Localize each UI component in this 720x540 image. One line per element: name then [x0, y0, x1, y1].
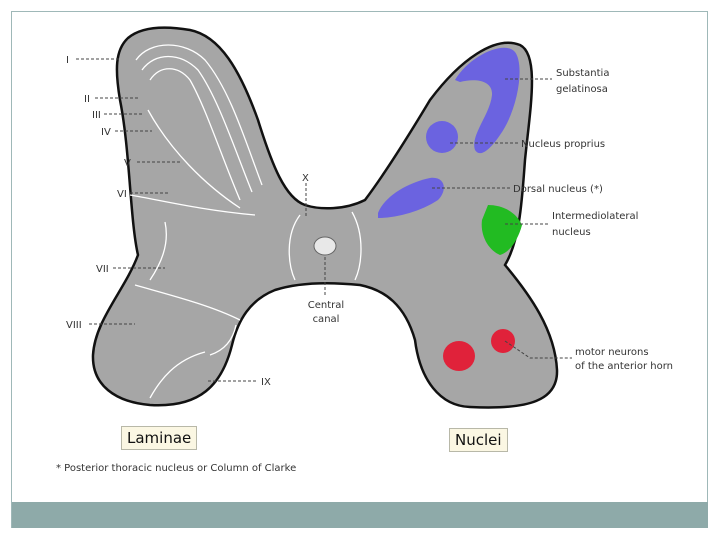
central-canal-label-2: canal: [313, 314, 340, 325]
intermediolateral-shape: [481, 205, 522, 255]
substantia-label-1: Substantia: [556, 68, 609, 79]
lamina-boundary-3: [149, 68, 241, 201]
footer-bar: [12, 502, 708, 528]
substantia-gelatinosa-shape: [455, 47, 520, 154]
lamina-x-right: [351, 211, 362, 281]
lamina-label-ii: II: [84, 94, 90, 105]
lamina-x-left: [288, 214, 301, 281]
motor-label-1: motor neurons: [575, 347, 649, 358]
lamina-label-vi: VI: [117, 189, 127, 200]
intermedio-label-1: Intermediolateral: [552, 211, 638, 222]
dorsal-label: Dorsal nucleus (*): [513, 184, 603, 195]
lamina-label-i: I: [66, 55, 69, 66]
lamina-label-vii: VII: [96, 264, 109, 275]
motor-neuron-shape-1: [443, 341, 475, 371]
central-canal-shape: [313, 236, 337, 256]
lamina-boundary-8: [149, 351, 206, 399]
lamina-label-v: V: [124, 158, 131, 169]
central-canal-label-1: Central: [308, 300, 344, 311]
footnote: * Posterior thoracic nucleus or Column o…: [56, 463, 297, 474]
lamina-boundary-6: [149, 221, 167, 281]
lamina-boundary-9: [209, 324, 237, 356]
lamina-label-viii: VIII: [66, 320, 82, 331]
proprius-label: Nucleus proprius: [521, 139, 605, 150]
lamina-label-ix: IX: [261, 377, 271, 388]
motor-neuron-shape-2: [491, 329, 515, 353]
lamina-boundary-4: [147, 109, 241, 209]
lamina-boundary-5: [129, 194, 256, 216]
lamina-label-iii: III: [92, 110, 101, 121]
nucleus-proprius-shape: [426, 121, 458, 153]
intermedio-label-2: nucleus: [552, 227, 591, 238]
lamina-boundary-2: [141, 56, 253, 193]
lamina-label-iv: IV: [101, 127, 111, 138]
dorsal-nucleus-shape: [378, 177, 444, 218]
lamina-label-x: X: [302, 173, 309, 184]
leader-motor: [504, 340, 572, 359]
motor-label-2: of the anterior horn: [575, 361, 673, 372]
nuclei-tag: Nuclei: [449, 428, 508, 452]
lamina-boundary-7: [134, 284, 241, 321]
substantia-label-2: gelatinosa: [556, 84, 608, 95]
laminae-tag: Laminae: [121, 426, 198, 450]
lamina-boundary-1: [135, 44, 263, 186]
